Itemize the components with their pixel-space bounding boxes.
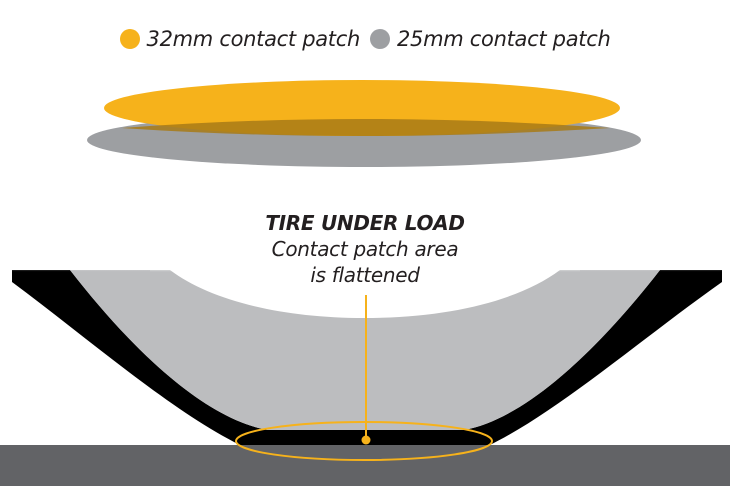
legend-item-32mm: 32mm contact patch xyxy=(119,27,361,51)
contact-patch-outline xyxy=(235,421,493,461)
legend-swatch-25mm xyxy=(370,29,390,49)
callout: TIRE UNDER LOAD Contact patch area is fl… xyxy=(215,210,515,288)
legend-label-25mm: 25mm contact patch xyxy=(397,27,611,51)
callout-line-2: is flattened xyxy=(310,263,420,287)
ground xyxy=(0,445,730,486)
legend-swatch-32mm xyxy=(119,29,140,49)
callout-line-1: Contact patch area xyxy=(271,237,459,261)
tire-body xyxy=(12,270,722,445)
legend: 32mm contact patch 25mm contact patch xyxy=(0,22,730,56)
legend-item-25mm: 25mm contact patch xyxy=(370,27,611,51)
callout-title: TIRE UNDER LOAD xyxy=(265,211,465,235)
contact-patch-overlap xyxy=(122,119,610,136)
legend-label-32mm: 32mm contact patch xyxy=(146,27,361,51)
callout-leader-dot xyxy=(361,435,371,445)
